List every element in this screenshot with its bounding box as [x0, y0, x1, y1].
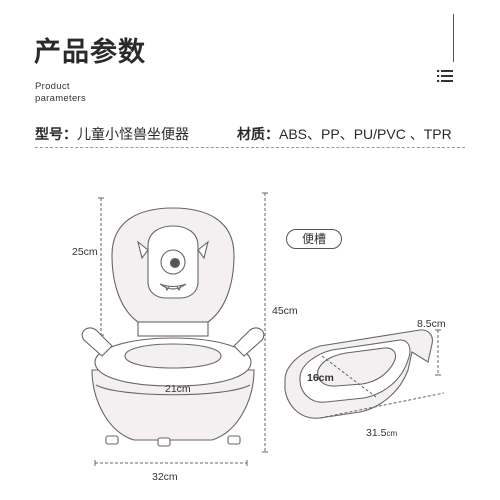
page-subtitle: Product parameters [35, 81, 86, 105]
spec-material-label: 材质： [237, 127, 279, 143]
spec-material: 材质：ABS、PP、PU/PVC 、TPR [237, 124, 452, 144]
spec-divider [35, 147, 465, 148]
spec-model-label: 型号： [35, 127, 77, 143]
spec-model-value: 儿童小怪兽坐便器 [77, 127, 189, 143]
tray-illustration [284, 329, 433, 419]
spec-model: 型号：儿童小怪兽坐便器 [35, 124, 189, 144]
dim-label-tray-height: 8.5cm [417, 318, 446, 330]
subtitle-line-2: parameters [35, 93, 87, 104]
dim-label-tray-length: 31.5cm [366, 427, 397, 439]
spec-material-value: ABS、PP、PU/PVC 、TPR [279, 126, 452, 142]
list-menu-icon[interactable] [437, 70, 455, 82]
tray-length-value: 31.5 [366, 427, 387, 439]
dim-label-width: 32cm [152, 471, 178, 483]
potty-illustration [81, 207, 265, 447]
tray-length-unit: cm [386, 429, 398, 438]
dim-label-seat-height: 21cm [165, 383, 191, 395]
dim-label-total-height: 45cm [272, 305, 298, 317]
dim-line-tray-width [321, 355, 377, 398]
dim-line-tray-length [319, 392, 445, 419]
subtitle-line-1: Product [35, 81, 70, 92]
page-title: 产品参数 [34, 37, 146, 68]
dim-label-lid-height: 25cm [72, 246, 98, 258]
dim-label-tray-width: 16cm [307, 372, 334, 384]
header-divider [453, 14, 454, 62]
tray-tag: 便槽 [286, 229, 342, 249]
